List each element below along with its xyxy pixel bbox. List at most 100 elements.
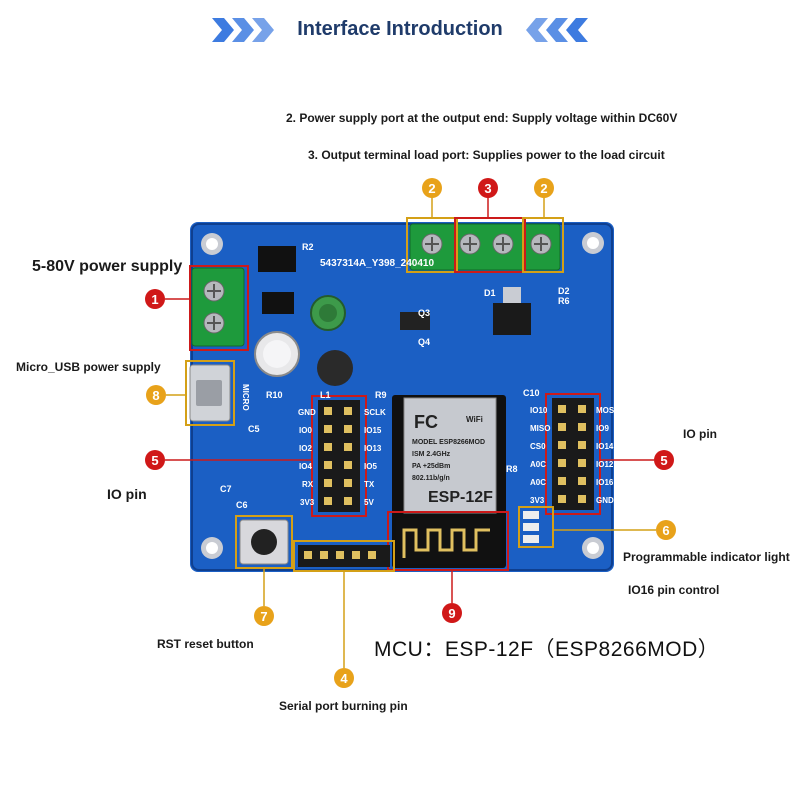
callout-indicator-light: Programmable indicator light [623, 550, 790, 564]
esp-shield-text: FC WiFi MODEL ESP8266MOD ISM 2.4GHz PA +… [412, 412, 493, 506]
marker-8: 8 [146, 385, 166, 405]
svg-text:MODEL ESP8266MOD: MODEL ESP8266MOD [412, 439, 485, 446]
svg-text:IO5: IO5 [364, 462, 377, 471]
svg-text:IO2: IO2 [299, 444, 312, 453]
silk-c7: C7 [220, 484, 232, 494]
svg-text:GND: GND [298, 408, 316, 417]
svg-text:IO14: IO14 [596, 442, 614, 451]
silk-c5: C5 [248, 424, 260, 434]
marker-4: 4 [334, 668, 354, 688]
marker-2-right: 2 [534, 178, 554, 198]
silk-d2: D2 [558, 286, 570, 296]
silk-c10: C10 [523, 388, 540, 398]
svg-text:IO4: IO4 [299, 462, 312, 471]
regulator-chip [493, 303, 531, 335]
micro-usb-port [189, 364, 231, 422]
callout-output-supply: 2. Power supply port at the output end: … [286, 111, 678, 125]
svg-text:IO13: IO13 [364, 444, 382, 453]
silk-r10: R10 [266, 390, 283, 400]
esp12f-module [392, 395, 506, 568]
svg-text:RX: RX [302, 480, 314, 489]
left-pin-header [318, 400, 360, 512]
callout-io-pin-left: IO pin [107, 486, 147, 502]
left-header-labels: GND IO0 IO2 IO4 RX 3V3 SCLK IO15 IO13 IO… [298, 408, 386, 507]
callout-output-load: 3. Output terminal load port: Supplies p… [308, 148, 665, 162]
svg-text:5: 5 [151, 453, 158, 468]
marker-6: 6 [656, 520, 676, 540]
silk-r6: R6 [558, 296, 570, 306]
silk-d1: D1 [484, 288, 496, 298]
callout-io-pin-right: IO pin [683, 427, 717, 441]
right-header-labels: IO10 MISO CS0 A0C A0C 3V3 MOSI IO9 IO14 … [530, 406, 616, 505]
svg-text:TX: TX [364, 480, 375, 489]
svg-text:2: 2 [540, 181, 547, 196]
svg-text:802.11b/g/n: 802.11b/g/n [412, 475, 450, 482]
svg-text:CS0: CS0 [530, 442, 546, 451]
svg-text:4: 4 [340, 671, 348, 686]
svg-text:SCLK: SCLK [364, 408, 386, 417]
callout-io16-control: IO16 pin control [628, 583, 720, 597]
page-title: Interface Introduction [297, 18, 503, 40]
marker-1: 1 [145, 289, 165, 309]
callout-serial-pin: Serial port burning pin [279, 699, 408, 713]
svg-text:3V3: 3V3 [530, 496, 545, 505]
svg-text:9: 9 [448, 606, 455, 621]
svg-text:ESP-12F: ESP-12F [428, 489, 493, 506]
callout-power-input: 5-80V power supply [32, 258, 183, 275]
svg-text:A0C: A0C [530, 478, 546, 487]
marker-9: 9 [442, 603, 462, 623]
svg-text:6: 6 [662, 523, 669, 538]
svg-text:8: 8 [152, 388, 159, 403]
svg-text:IO9: IO9 [596, 424, 609, 433]
svg-text:1: 1 [151, 292, 158, 307]
silk-r8: R8 [506, 464, 518, 474]
callout-micro-usb: Micro_USB power supply [16, 360, 161, 374]
callout-mcu: MCU：ESP-12F（ESP8266MOD） [374, 638, 720, 661]
marker-5-right: 5 [654, 450, 674, 470]
svg-text:MISO: MISO [530, 424, 550, 433]
silk-q3: Q3 [418, 308, 430, 318]
silk-q4: Q4 [418, 337, 430, 347]
callout-rst-button: RST reset button [157, 637, 254, 651]
marker-2-left: 2 [422, 178, 442, 198]
chevron-left-decoration [212, 18, 274, 42]
diode-chip [262, 292, 294, 314]
ic-chip-top [258, 246, 296, 272]
svg-text:7: 7 [260, 609, 267, 624]
silk-r2: R2 [302, 242, 314, 252]
svg-text:IO12: IO12 [596, 460, 614, 469]
marker-5-left: 5 [145, 450, 165, 470]
svg-text:5: 5 [660, 453, 667, 468]
svg-text:2: 2 [428, 181, 435, 196]
svg-text:FC: FC [414, 412, 438, 432]
serial-header-part [298, 545, 390, 567]
marker-7: 7 [254, 606, 274, 626]
inductor [317, 350, 353, 386]
svg-text:IO0: IO0 [299, 426, 312, 435]
svg-text:IO15: IO15 [364, 426, 382, 435]
silk-micro: MICRO [241, 384, 250, 411]
svg-text:ISM 2.4GHz: ISM 2.4GHz [412, 451, 451, 458]
marker-3: 3 [478, 178, 498, 198]
svg-text:IO10: IO10 [530, 406, 548, 415]
chevron-right-decoration [526, 18, 588, 42]
silk-r9: R9 [375, 390, 387, 400]
svg-text:5V: 5V [364, 498, 374, 507]
svg-text:WiFi: WiFi [466, 415, 483, 424]
indicator-leds [523, 511, 539, 543]
input-terminal-block [191, 267, 245, 347]
right-pin-header [552, 398, 594, 510]
svg-text:3V3: 3V3 [300, 498, 315, 507]
svg-text:3: 3 [484, 181, 491, 196]
silk-l1: L1 [320, 390, 331, 400]
svg-text:GND: GND [596, 496, 614, 505]
svg-text:IO16: IO16 [596, 478, 614, 487]
svg-text:MOSI: MOSI [596, 406, 616, 415]
svg-text:PA +25dBm: PA +25dBm [412, 463, 450, 470]
silk-code: 5437314A_Y398_240410 [320, 258, 434, 269]
reset-button-part [239, 519, 289, 565]
mounting-holes [201, 232, 604, 559]
svg-text:A0C: A0C [530, 460, 546, 469]
silk-c6: C6 [236, 500, 248, 510]
